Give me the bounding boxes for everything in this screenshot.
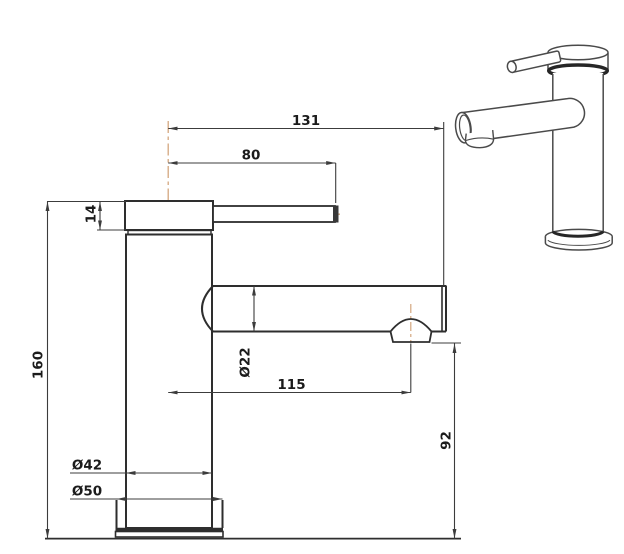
base-plate [114,530,224,538]
persp-flange-inner-arc [547,239,611,246]
label-body-diameter: Ø42 [72,458,102,474]
label-total-height: 160 [31,351,47,379]
perspective-view [454,44,613,251]
dimension-labels: 131 80 14 160 Ø22 115 Ø42 Ø50 92 [31,113,455,500]
side-view: 131 80 14 160 Ø22 115 Ø42 Ø50 92 [31,113,461,540]
dimension-annotations [45,122,461,539]
aerator-dome [389,318,433,333]
handle-lever [212,205,336,223]
persp-body-fill [552,73,604,236]
label-total-reach: 131 [292,113,320,129]
persp-flange-band [544,236,613,251]
persp-body-seat-arc [551,230,605,238]
persp-handle [506,50,562,74]
aerator-skirt [389,331,433,343]
label-spout-reach: 80 [242,148,261,164]
lever-tip [333,205,339,223]
persp-aerator [464,130,495,149]
label-outlet-height: 92 [439,431,455,450]
cartridge-cap [124,200,214,231]
label-base-diameter: Ø50 [72,484,102,500]
label-aerator-offset: 115 [277,377,305,393]
persp-aerator-rim [465,137,494,142]
label-cap-height: 14 [84,205,100,224]
persp-handle-tip [506,60,517,74]
label-spout-diameter: Ø22 [238,347,254,377]
body-column [125,233,213,529]
side-view-body [45,200,461,540]
spout-body-junction-arc [201,285,214,333]
